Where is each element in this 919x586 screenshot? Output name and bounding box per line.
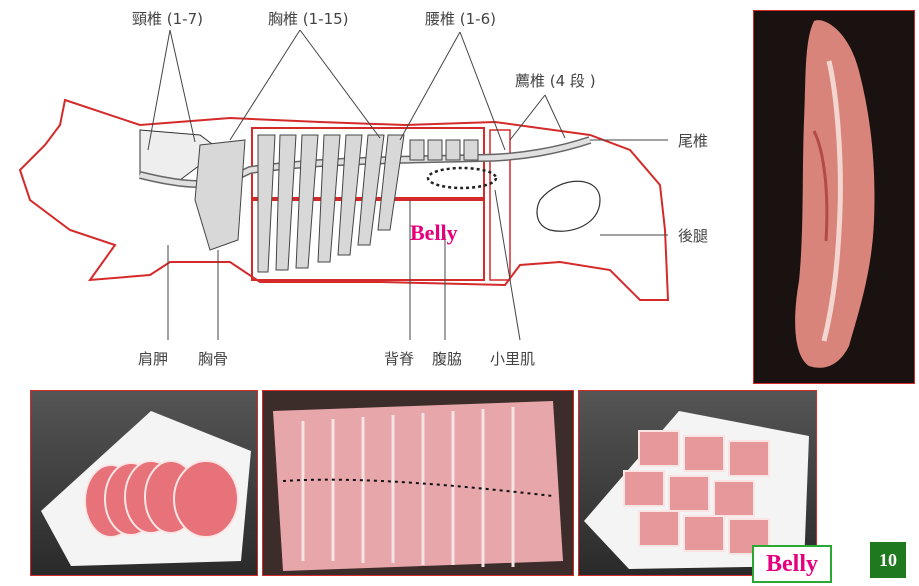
belly-slab-photo	[262, 390, 574, 576]
ribs	[258, 135, 404, 272]
shoulder-slices-photo	[30, 390, 258, 576]
shoulder-blade	[195, 140, 245, 250]
label-sacral: 薦椎 (4 段 )	[515, 70, 596, 91]
tenderloin-outline	[428, 168, 496, 188]
ham-bone	[537, 181, 600, 231]
label-lumbar: 腰椎 (1-6)	[425, 8, 496, 29]
label-tenderloin: 小里肌	[490, 348, 535, 369]
belly-diagram-label: Belly	[410, 220, 458, 246]
label-belly-flank: 腹脇	[432, 348, 462, 369]
belly-badge: Belly	[752, 545, 832, 583]
label-thoracic: 胸椎 (1-15)	[268, 8, 349, 29]
label-cervical: 頸椎 (1-7)	[132, 8, 203, 29]
label-tail: 尾椎	[678, 130, 708, 151]
label-breastbone: 胸骨	[198, 348, 228, 369]
label-ham: 後腿	[678, 225, 708, 246]
page-number-badge: 10	[870, 542, 906, 578]
label-loin: 背脊	[384, 348, 414, 369]
belly-badge-text: Belly	[754, 547, 830, 581]
carcass-photo	[753, 10, 915, 384]
ham-section	[490, 130, 510, 280]
label-shoulder: 肩胛	[138, 348, 168, 369]
pig-diagram	[0, 0, 740, 380]
